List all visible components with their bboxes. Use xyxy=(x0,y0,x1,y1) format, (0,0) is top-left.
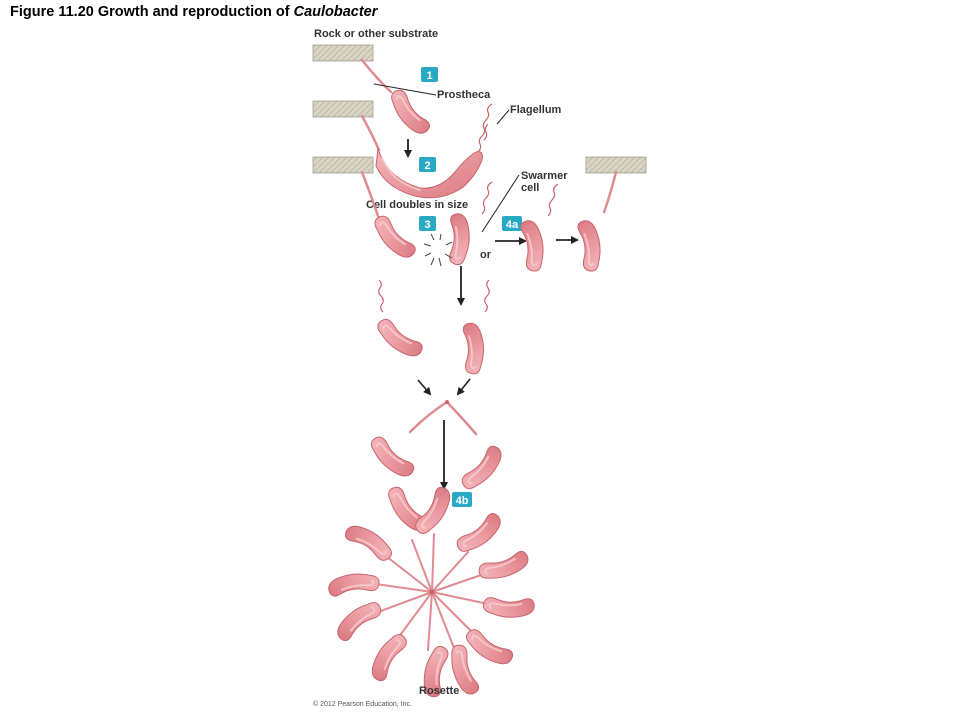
copyright-notice: © 2012 Pearson Education, Inc. xyxy=(313,700,412,708)
step-badge-3: 3 xyxy=(419,216,436,231)
swarmer-leader-line xyxy=(481,174,520,233)
flagellum-label: Flagellum xyxy=(510,104,562,116)
division-burst-lines xyxy=(423,233,453,267)
prostheca-label: Prostheca xyxy=(437,89,491,101)
swarmer-label-line2: cell xyxy=(521,182,539,194)
rock-substrate-4 xyxy=(585,156,647,174)
step-1-number: 1 xyxy=(426,70,432,82)
flagellum-wave xyxy=(483,123,489,141)
joined-cell-pair xyxy=(368,400,510,492)
attached-cell-4a xyxy=(563,170,618,275)
step-4a-number: 4a xyxy=(506,219,519,231)
rock-substrate-1 xyxy=(312,44,374,62)
rosette-label: Rosette xyxy=(419,685,459,697)
free-swarmer-cell-left xyxy=(374,279,426,367)
step-badge-2: 2 xyxy=(419,157,436,172)
step-2-number: 2 xyxy=(424,160,430,172)
swarmer-cell-step3 xyxy=(430,181,493,269)
rock-substrate-2 xyxy=(312,100,374,118)
step-badge-1: 1 xyxy=(421,67,438,82)
step-badge-4b: 4b xyxy=(452,492,472,507)
substrate-label: Rock or other substrate xyxy=(314,28,438,40)
rosette-cluster xyxy=(325,482,539,702)
swarmer-label-line1: Swarmer xyxy=(521,170,568,182)
rock-substrate-3 xyxy=(312,156,374,174)
flagellum-leader-line xyxy=(496,109,510,125)
cell-doubles-label: Cell doubles in size xyxy=(366,199,468,211)
figure-title-text: Figure 11.20 Growth and reproduction of xyxy=(10,4,294,20)
arrow-converge-left xyxy=(417,379,432,396)
step-4b-number: 4b xyxy=(456,495,469,507)
or-label: or xyxy=(480,249,492,261)
stalked-cell-step1 xyxy=(360,58,432,139)
swarmer-cell-4a xyxy=(506,183,559,275)
figure-title-organism: Caulobacter xyxy=(293,4,378,20)
prostheca-leader-line xyxy=(373,83,437,96)
stalked-cell-step3 xyxy=(360,170,418,265)
figure-title: Figure 11.20 Growth and reproduction of … xyxy=(10,4,377,20)
free-swarmer-cell-right xyxy=(446,279,498,378)
arrow-converge-right xyxy=(456,378,471,396)
step-3-number: 3 xyxy=(424,219,430,231)
step-badge-4a: 4a xyxy=(502,216,522,231)
dividing-cell-step2 xyxy=(360,103,493,199)
